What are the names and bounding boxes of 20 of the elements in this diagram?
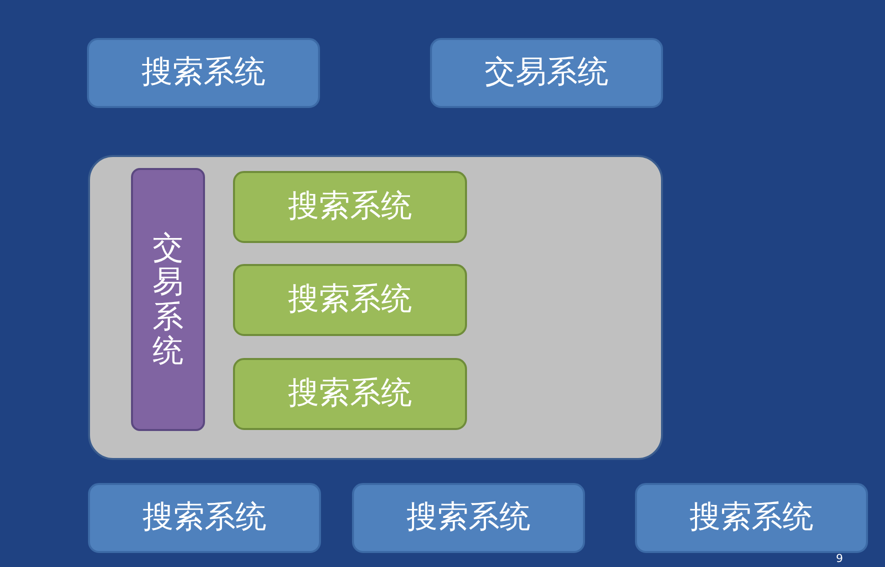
- page-number: 9: [836, 553, 843, 564]
- system-box: [87, 38, 320, 108]
- box-label: 交易系统: [152, 231, 184, 368]
- system-box: [430, 38, 663, 108]
- system-box: [233, 264, 467, 336]
- system-box: [88, 483, 321, 553]
- container-panel: [88, 155, 663, 460]
- box-label: 交易系统: [484, 54, 608, 92]
- system-box: [233, 171, 467, 243]
- system-box: [131, 168, 205, 431]
- box-label: 搜索系统: [142, 499, 266, 537]
- box-label: 搜索系统: [690, 499, 814, 537]
- box-label: 搜索系统: [142, 54, 266, 92]
- box-label: 搜索系统: [288, 281, 412, 319]
- system-box: [233, 358, 467, 430]
- box-label: 搜索系统: [288, 375, 412, 413]
- box-label: 搜索系统: [288, 188, 412, 226]
- box-label: 搜索系统: [406, 499, 530, 537]
- system-box: [635, 483, 868, 553]
- system-box: [352, 483, 585, 553]
